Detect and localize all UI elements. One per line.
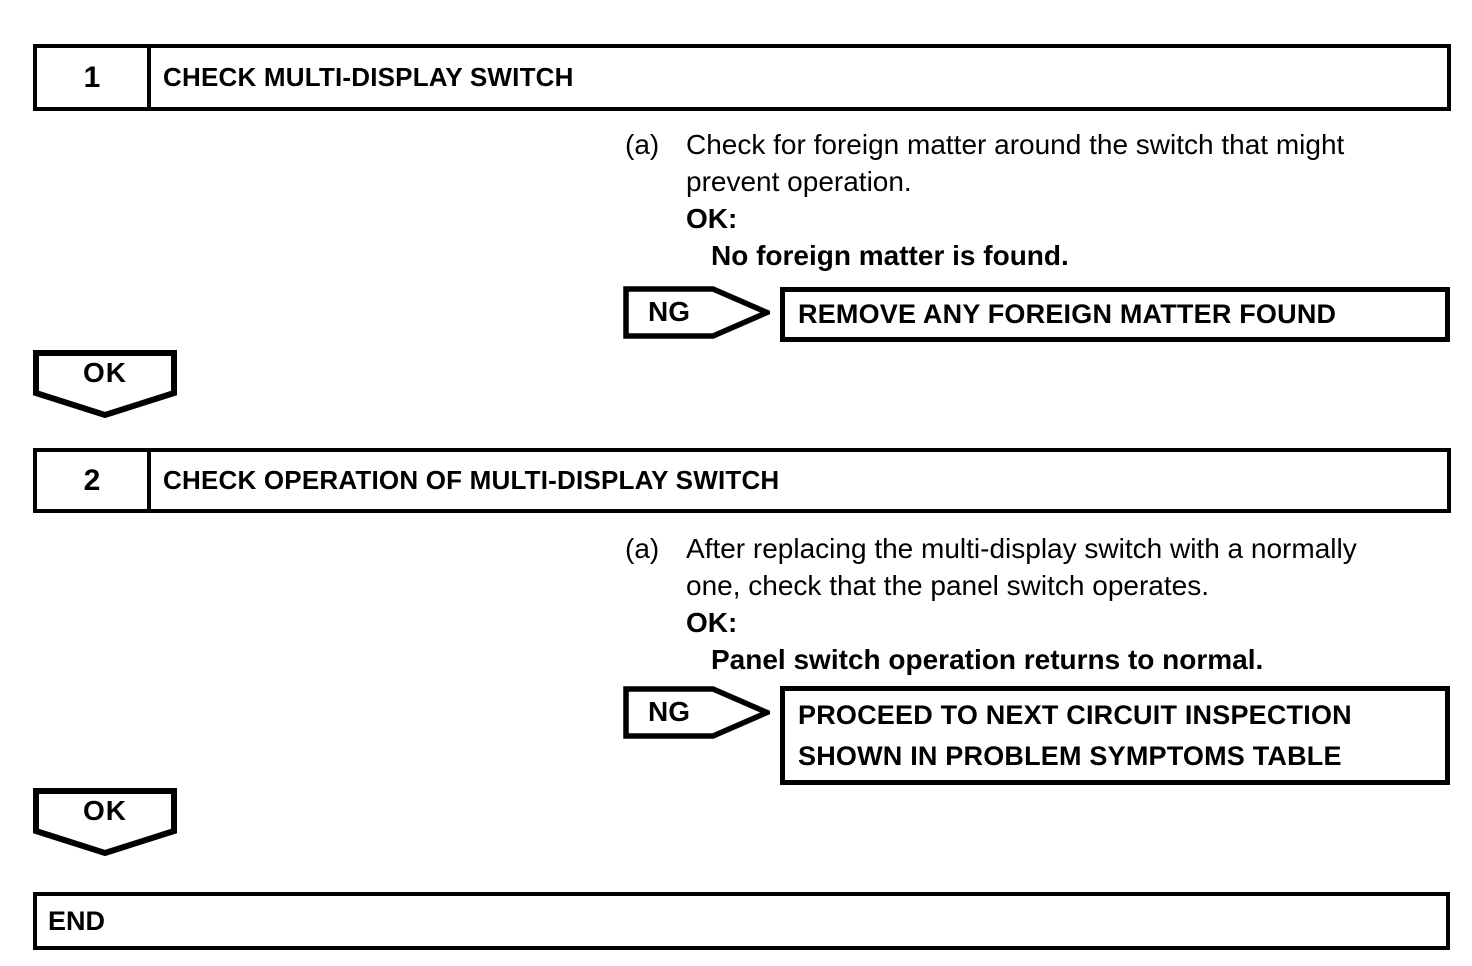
step-2-ng-label: NG xyxy=(648,695,690,727)
step-1-number: 1 xyxy=(37,48,151,107)
step-2-ok-label: OK: xyxy=(686,607,738,638)
step-1-ng-label: NG xyxy=(648,295,690,327)
step-1-instructions: (a) Check for foreign matter around the … xyxy=(625,126,1344,274)
step-1-ng-connector: NG xyxy=(623,286,770,339)
step-1-ng-action-box: REMOVE ANY FOREIGN MATTER FOUND xyxy=(780,287,1450,342)
step-1-ok-label: OK: xyxy=(686,203,738,234)
step-2-ng-action-line-2: SHOWN IN PROBLEM SYMPTOMS TABLE xyxy=(798,740,1342,771)
step-1-substep-label: (a) xyxy=(625,129,660,160)
step-2-ok-criteria: Panel switch operation returns to normal… xyxy=(711,644,1264,675)
ok-pentagon-icon xyxy=(33,788,177,857)
step-2-title: CHECK OPERATION OF MULTI-DISPLAY SWITCH xyxy=(163,465,780,495)
step-1-ok-connector: OK xyxy=(33,350,177,420)
step-2-instructions: (a) After replacing the multi-display sw… xyxy=(625,530,1357,678)
step-1-header: 1 CHECK MULTI-DISPLAY SWITCH xyxy=(33,44,1451,111)
step-1-instruction-line-2: prevent operation. xyxy=(686,166,912,197)
step-2-instruction-line-1: After replacing the multi-display switch… xyxy=(686,533,1357,564)
step-1-ok-connector-label: OK xyxy=(83,357,127,388)
step-2-instruction-line-2: one, check that the panel switch operate… xyxy=(686,570,1209,601)
ng-arrow-icon xyxy=(623,286,770,339)
ng-arrow-icon xyxy=(623,686,770,739)
end-box: END xyxy=(33,892,1450,950)
step-2-header: 2 CHECK OPERATION OF MULTI-DISPLAY SWITC… xyxy=(33,448,1451,513)
step-2-substep-label: (a) xyxy=(625,533,660,564)
step-2-ng-action-line-1: PROCEED TO NEXT CIRCUIT INSPECTION xyxy=(798,699,1352,730)
step-1-title: CHECK MULTI-DISPLAY SWITCH xyxy=(163,62,574,92)
step-2-ok-connector-label: OK xyxy=(83,795,127,826)
step-1-ok-criteria: No foreign matter is found. xyxy=(711,240,1069,271)
step-2-ok-connector: OK xyxy=(33,788,177,858)
step-2-ng-action-box: PROCEED TO NEXT CIRCUIT INSPECTION SHOWN… xyxy=(780,686,1450,785)
step-1-ng-action-line-1: REMOVE ANY FOREIGN MATTER FOUND xyxy=(798,299,1337,329)
step-1-instruction-line-1: Check for foreign matter around the swit… xyxy=(686,129,1345,160)
ok-pentagon-icon xyxy=(33,350,177,419)
end-label: END xyxy=(48,905,106,936)
step-2-ng-connector: NG xyxy=(623,686,770,739)
step-2-number: 2 xyxy=(37,452,151,509)
